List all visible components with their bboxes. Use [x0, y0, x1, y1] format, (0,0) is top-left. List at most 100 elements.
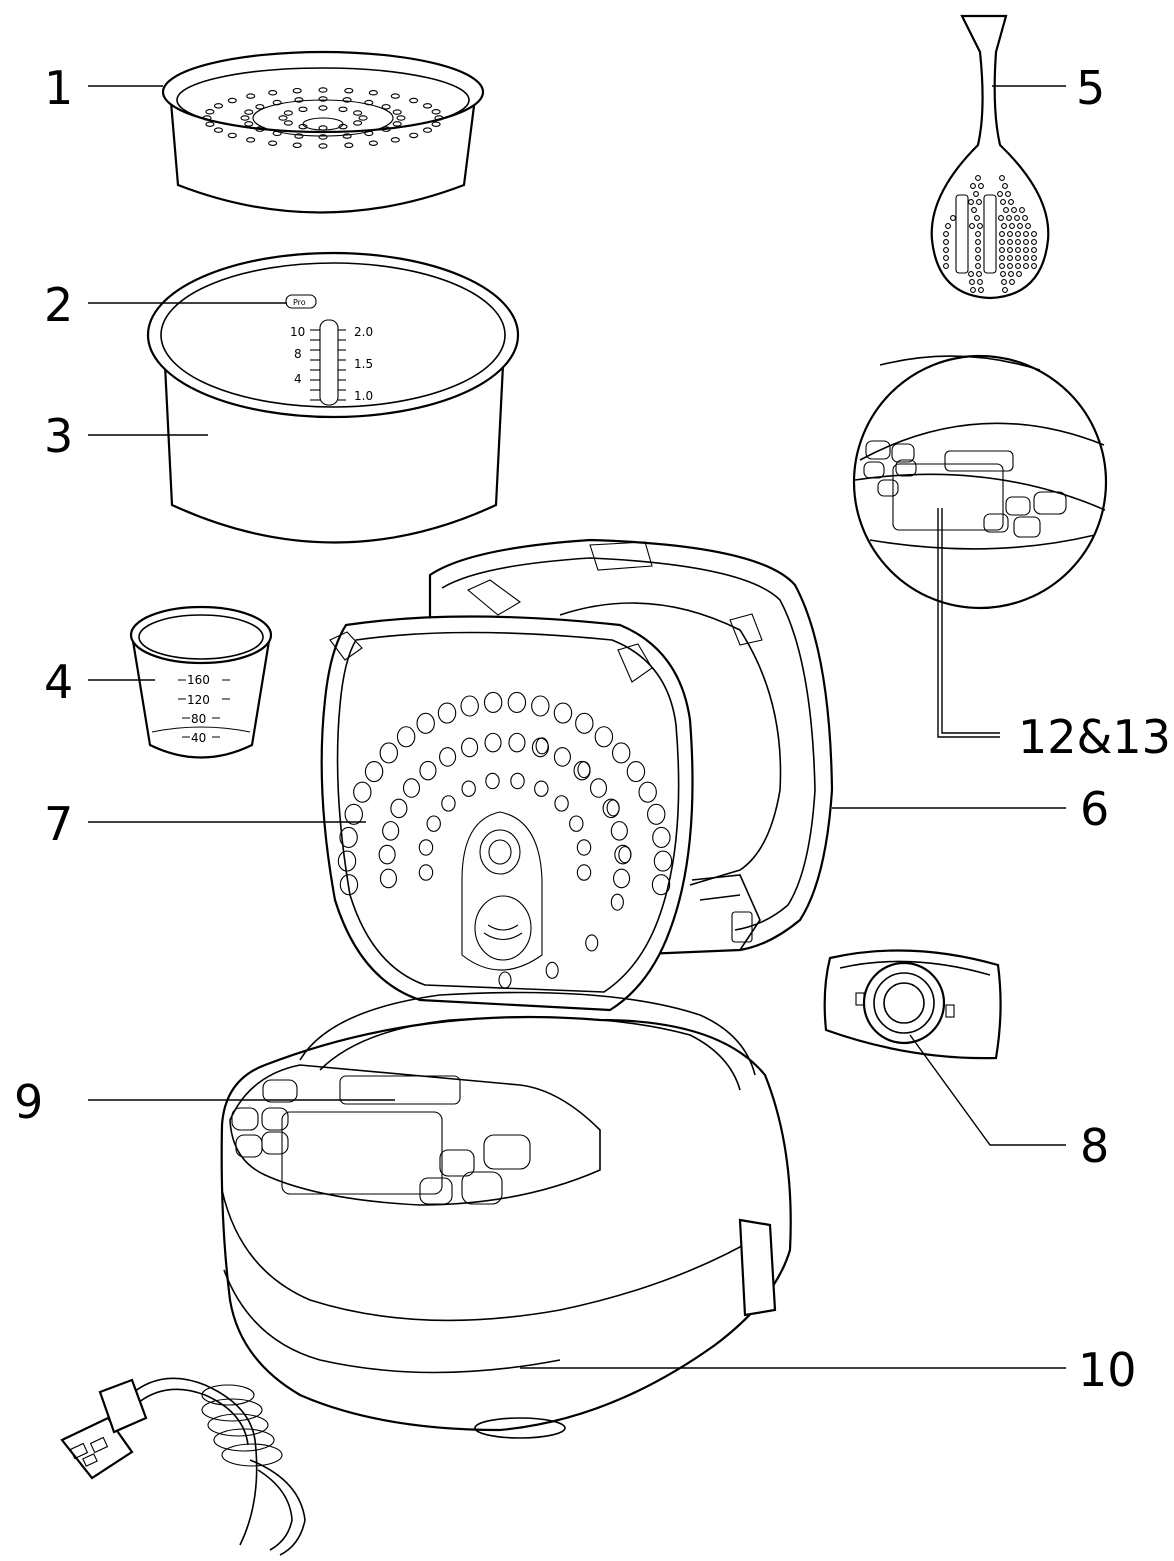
basket-hole — [278, 115, 288, 121]
lid-steam-hole — [589, 778, 608, 798]
lid-steam-hole — [418, 864, 434, 881]
basket-hole — [318, 87, 328, 93]
spoon-hole — [973, 191, 979, 197]
spoon-hole — [975, 175, 981, 181]
cup-mark-120: 120 — [187, 693, 210, 707]
spoon-hole — [1011, 207, 1017, 213]
spoon-hole — [950, 215, 956, 221]
lid-steam-hole — [439, 747, 457, 767]
basket-hole — [213, 103, 224, 109]
basket-hole — [409, 132, 419, 139]
lid-steam-hole — [626, 760, 646, 783]
basket-hole — [246, 93, 256, 99]
spoon-hole — [975, 231, 981, 237]
bowl-mark-right-2: 1.5 — [354, 357, 373, 371]
leader-lines — [88, 85, 1066, 1369]
lid-steam-hole — [483, 691, 503, 713]
lid-steam-hole — [353, 781, 372, 803]
basket-hole — [298, 123, 308, 130]
basket-hole — [364, 99, 374, 106]
spoon-hole — [1016, 271, 1022, 277]
spoon-hole — [943, 263, 949, 269]
spoon-hole — [976, 271, 982, 277]
spoon-hole — [1009, 223, 1015, 229]
lid-steam-hole — [553, 747, 571, 767]
lid-steam-hole — [535, 737, 549, 755]
spoon-hole — [1031, 239, 1037, 245]
spoon-hole — [975, 239, 981, 245]
spoon-hole — [999, 175, 1005, 181]
steam-valve — [823, 949, 1002, 1060]
basket-hole — [368, 90, 378, 96]
lid-steam-hole — [419, 760, 437, 781]
basket-hole — [422, 127, 433, 133]
basket-hole — [268, 90, 278, 96]
basket-hole — [294, 133, 304, 139]
bowl-mark-right-1: 2.0 — [354, 325, 373, 339]
spoon-hole — [975, 247, 981, 253]
lid-steam-hole — [651, 874, 671, 896]
lid-steam-hole — [652, 826, 671, 848]
basket-hole — [358, 115, 368, 121]
callout-2: 2 — [44, 278, 73, 332]
basket-hole — [255, 104, 265, 110]
spoon-hole — [1000, 199, 1006, 205]
basket-hole — [292, 87, 302, 94]
spoon-hole — [970, 183, 976, 189]
cup-mark-80: 80 — [191, 712, 206, 726]
spoon-hole — [945, 223, 951, 229]
bowl-mark-left-1: 10 — [290, 325, 305, 339]
spoon-hole — [1014, 215, 1020, 221]
spoon-hole — [1002, 183, 1008, 189]
cup-mark-160: 160 — [187, 673, 210, 687]
lid-steam-hole — [577, 761, 591, 779]
spoon-hole — [1005, 191, 1011, 197]
spoon-hole — [943, 255, 949, 261]
callout-10: 10 — [1078, 1343, 1137, 1397]
spoon-hole — [1001, 223, 1007, 229]
basket-hole — [246, 137, 256, 143]
basket-hole — [344, 142, 354, 149]
lid-steam-hole — [585, 934, 599, 952]
steam-basket — [161, 50, 485, 214]
lid-steam-hole — [510, 772, 525, 790]
inner-lid — [320, 615, 694, 1012]
basket-hole — [338, 123, 348, 130]
control-panel-detail — [852, 354, 1108, 610]
basket-hole — [364, 130, 374, 137]
bowl-mark-left-3: 4 — [294, 372, 302, 386]
lid-steam-hole — [576, 839, 592, 856]
callout-4: 4 — [44, 655, 73, 709]
spoon-hole — [975, 255, 981, 261]
basket-hole — [283, 110, 293, 116]
spoon-hole — [977, 223, 983, 229]
lid-steam-hole — [534, 780, 549, 797]
basket-hole — [268, 140, 278, 146]
spoon-hole — [1031, 255, 1037, 261]
callout-5: 5 — [1076, 61, 1105, 115]
spoon-hole — [1008, 271, 1014, 277]
spoon-hole — [1031, 231, 1037, 237]
cup-mark-40: 40 — [191, 731, 206, 745]
spoon-hole — [971, 207, 977, 213]
basket-hole — [353, 120, 363, 126]
lid-steam-hole — [508, 732, 526, 753]
lid-steam-hole — [339, 826, 358, 848]
spoon-hole — [977, 279, 983, 285]
lid-steam-hole — [441, 795, 456, 812]
basket-hole — [272, 99, 282, 106]
lid-steam-hole — [653, 850, 673, 872]
spoon-hole — [1031, 247, 1037, 253]
lid-steam-hole — [461, 780, 476, 797]
basket-hole — [342, 97, 352, 103]
spoon-hole — [1023, 263, 1029, 269]
bowl-mark-left-2: 8 — [294, 347, 302, 361]
basket-hole — [205, 121, 215, 127]
spoon-hole — [1007, 239, 1013, 245]
rice-spoon — [930, 14, 1050, 300]
basket-hole — [227, 97, 237, 104]
lid-steam-hole — [337, 850, 357, 872]
basket-hole — [255, 126, 265, 132]
lid-steam-hole — [382, 821, 400, 841]
